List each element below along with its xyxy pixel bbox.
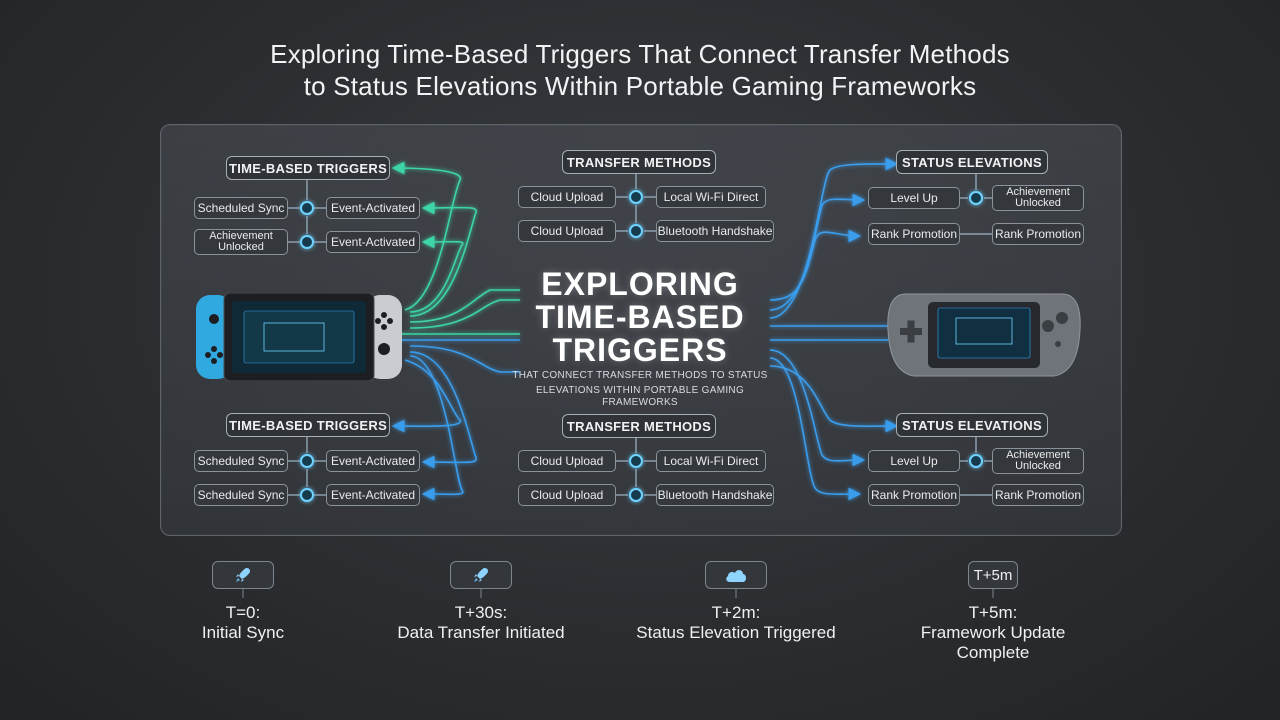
rank-promotion-node: Rank Promotion	[992, 223, 1084, 245]
cloud-upload-node: Cloud Upload	[518, 450, 616, 472]
achievement-unlocked-line-1: Achievement	[1006, 186, 1070, 198]
center-title-line-3: TRIGGERS	[552, 332, 728, 368]
timeline-time: T+2m:	[711, 603, 761, 622]
page-title: Exploring Time-Based Triggers That Conne…	[0, 38, 1280, 102]
local-wifi-direct-node: Local Wi-Fi Direct	[656, 186, 766, 208]
timeline-label: Data Transfer Initiated	[397, 623, 565, 642]
bluetooth-handshake-node: Bluetooth Handshake	[656, 220, 774, 242]
cloud-upload-node: Cloud Upload	[518, 484, 616, 506]
center-title-line-2: TIME-BASED	[535, 299, 745, 335]
level-up-node: Level Up	[868, 450, 960, 472]
status-elevations-heading-top: STATUS ELEVATIONS	[896, 150, 1048, 174]
timeline-stage-3: T+5m: Framework Update Complete	[883, 603, 1103, 663]
achievement-unlocked-line-2: Unlocked	[1015, 460, 1061, 472]
time-based-triggers-heading-bottom: TIME-BASED TRIGGERS	[226, 413, 390, 437]
timeline-time: T+30s:	[454, 603, 508, 622]
event-activated-node: Event-Activated	[326, 231, 420, 253]
timeline-stage-2: T+2m: Status Elevation Triggered	[626, 603, 846, 643]
t5m-tag: T+5m	[968, 561, 1018, 589]
rocket-icon	[212, 561, 274, 589]
status-elevations-heading-bottom: STATUS ELEVATIONS	[896, 413, 1048, 437]
achievement-unlocked-line-2: Unlocked	[218, 241, 264, 253]
center-subtitle-line-2: ELEVATIONS WITHIN PORTABLE GAMING FRAMEW…	[535, 385, 745, 408]
event-activated-node: Event-Activated	[326, 450, 420, 472]
timeline-time: T+5m:	[968, 603, 1018, 622]
cloud-upload-node: Cloud Upload	[518, 220, 616, 242]
scheduled-sync-node: Scheduled Sync	[194, 484, 288, 506]
bluetooth-handshake-node: Bluetooth Handshake	[656, 484, 774, 506]
center-subtitle-line-1: THAT CONNECT TRANSFER METHODS TO STATUS	[512, 370, 768, 381]
achievement-unlocked-line-1: Achievement	[209, 230, 273, 242]
transfer-methods-heading-bottom: TRANSFER METHODS	[562, 414, 716, 438]
rocket-icon	[450, 561, 512, 589]
title-line-2: to Status Elevations Within Portable Gam…	[303, 71, 977, 101]
timeline-time: T=0:	[225, 603, 261, 622]
handheld-console-left	[196, 292, 402, 382]
title-line-1: Exploring Time-Based Triggers That Conne…	[270, 39, 1010, 69]
achievement-unlocked-node: Achievement Unlocked	[992, 185, 1084, 211]
achievement-unlocked-node: Achievement Unlocked	[992, 448, 1084, 474]
level-up-node: Level Up	[868, 187, 960, 209]
timeline-stage-1: T+30s: Data Transfer Initiated	[371, 603, 591, 643]
timeline-label: Framework Update Complete	[920, 623, 1066, 662]
event-activated-node: Event-Activated	[326, 484, 420, 506]
time-based-triggers-heading-top: TIME-BASED TRIGGERS	[226, 156, 390, 180]
cloud-icon	[705, 561, 767, 589]
scheduled-sync-node: Scheduled Sync	[194, 450, 288, 472]
cloud-upload-node: Cloud Upload	[518, 186, 616, 208]
center-title-line-1: EXPLORING	[541, 266, 739, 302]
local-wifi-direct-node: Local Wi-Fi Direct	[656, 450, 766, 472]
scheduled-sync-node: Scheduled Sync	[194, 197, 288, 219]
timeline-label: Initial Sync	[201, 623, 285, 642]
rank-promotion-node: Rank Promotion	[868, 223, 960, 245]
achievement-unlocked-line-1: Achievement	[1006, 449, 1070, 461]
timeline-stage-0: T=0: Initial Sync	[133, 603, 353, 643]
center-title-block: EXPLORING TIME-BASED TRIGGERS THAT CONNE…	[510, 268, 770, 409]
rank-promotion-node: Rank Promotion	[868, 484, 960, 506]
rank-promotion-node: Rank Promotion	[992, 484, 1084, 506]
timeline-label: Status Elevation Triggered	[636, 623, 836, 642]
transfer-methods-heading-top: TRANSFER METHODS	[562, 150, 716, 174]
achievement-unlocked-node: Achievement Unlocked	[194, 229, 288, 255]
handheld-console-right	[886, 290, 1082, 380]
achievement-unlocked-line-2: Unlocked	[1015, 197, 1061, 209]
event-activated-node: Event-Activated	[326, 197, 420, 219]
